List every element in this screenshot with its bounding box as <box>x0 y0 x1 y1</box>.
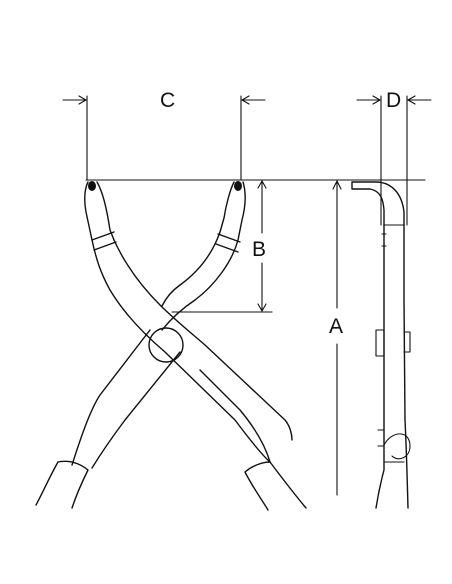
left-tip-ball <box>88 181 96 191</box>
side-view-pliers <box>351 181 411 509</box>
b-dimension-line <box>257 180 267 312</box>
dimension-lines <box>62 95 432 496</box>
dimension-label-d: D <box>386 89 401 112</box>
d-arrow-left <box>356 95 381 105</box>
right-tip-sleeve <box>215 233 241 253</box>
left-handle-arm-inner <box>91 351 181 469</box>
dimension-label-b: B <box>252 238 266 261</box>
left-jaw-outline <box>83 181 271 463</box>
side-pivot-details <box>375 224 411 463</box>
front-view-pliers <box>35 181 307 511</box>
right-jaw-inner-outline <box>219 181 235 233</box>
right-arm-outer <box>161 231 221 307</box>
c-arrow-right <box>241 95 266 105</box>
a-dimension-line <box>332 180 342 496</box>
dimension-label-a: A <box>329 315 343 338</box>
dimension-label-c: C <box>160 89 175 112</box>
left-arm-outer <box>113 239 293 441</box>
left-handle-grip <box>35 460 89 509</box>
right-handle-arm <box>199 369 271 463</box>
left-jaw-inner-outline <box>96 181 115 241</box>
right-tip-ball <box>234 181 242 191</box>
right-jaw-outline <box>161 181 246 331</box>
d-arrow-right <box>407 95 432 105</box>
side-body <box>375 224 409 509</box>
left-handle-arm <box>71 329 151 466</box>
right-handle-grip <box>244 461 307 511</box>
left-tip-sleeve <box>91 231 117 251</box>
side-tip-hook <box>351 181 405 226</box>
pivot-circle <box>148 327 184 363</box>
c-arrow-left <box>62 95 87 105</box>
